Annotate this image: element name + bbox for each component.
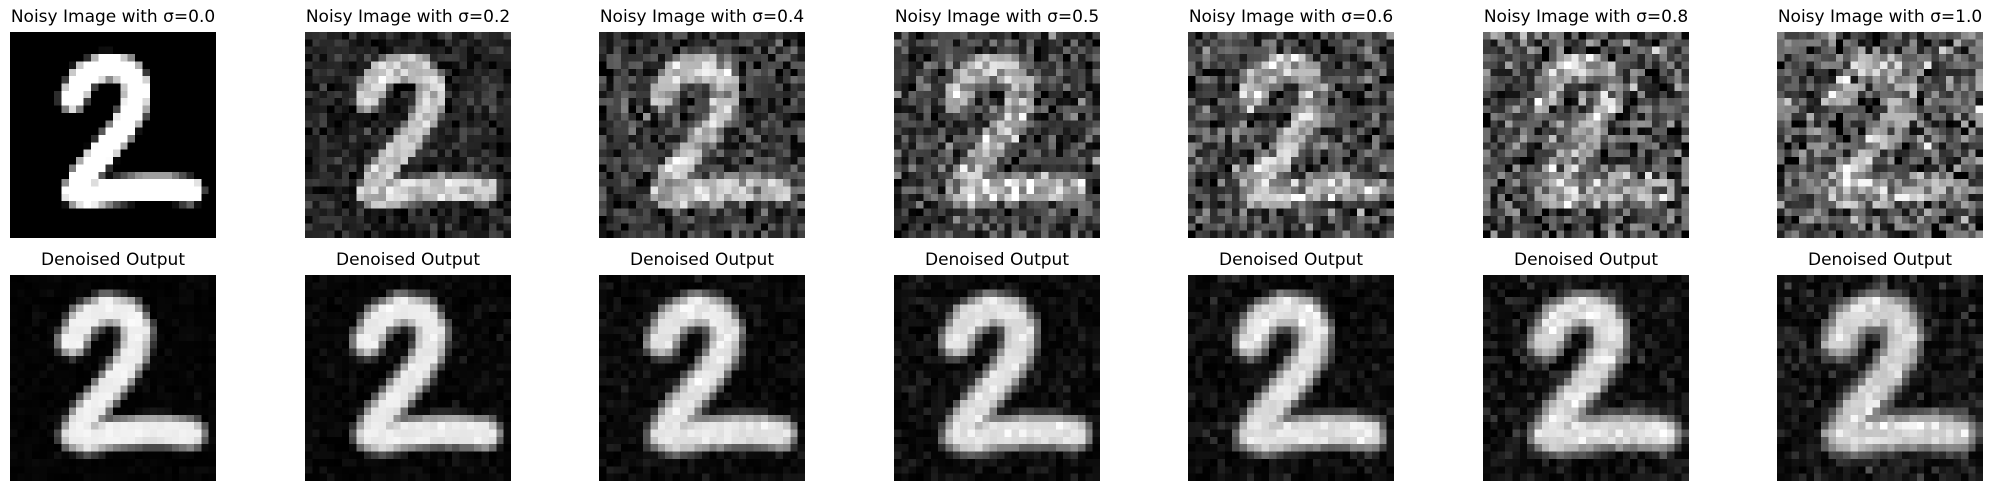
denoised-image bbox=[599, 275, 805, 481]
noisy-image bbox=[1777, 32, 1983, 238]
noisy-panel-title: Noisy Image with σ=1.0 bbox=[1777, 7, 1983, 27]
denoised-panel-title: Denoised Output bbox=[1807, 250, 1952, 270]
denoised-image bbox=[894, 275, 1100, 481]
denoised-image bbox=[10, 275, 216, 481]
denoised-panel-title: Denoised Output bbox=[1218, 250, 1363, 270]
noisy-panel-title: Noisy Image with σ=0.4 bbox=[599, 7, 805, 27]
denoised-panel-title: Denoised Output bbox=[629, 250, 774, 270]
denoised-panel-title: Denoised Output bbox=[1513, 250, 1658, 270]
noisy-image bbox=[1188, 32, 1394, 238]
noisy-panel-title: Noisy Image with σ=0.0 bbox=[10, 7, 216, 27]
denoised-panel-title: Denoised Output bbox=[335, 250, 480, 270]
denoised-image bbox=[1483, 275, 1689, 481]
denoised-panel-title: Denoised Output bbox=[40, 250, 185, 270]
noisy-panel-title: Noisy Image with σ=0.5 bbox=[894, 7, 1100, 27]
noisy-image bbox=[1483, 32, 1689, 238]
noisy-image bbox=[599, 32, 805, 238]
noisy-panel-title: Noisy Image with σ=0.6 bbox=[1188, 7, 1394, 27]
noisy-panel-title: Noisy Image with σ=0.2 bbox=[305, 7, 511, 27]
denoised-image bbox=[1188, 275, 1394, 481]
noisy-image bbox=[894, 32, 1100, 238]
noisy-panel-title: Noisy Image with σ=0.8 bbox=[1483, 7, 1689, 27]
noisy-image bbox=[305, 32, 511, 238]
denoised-image bbox=[305, 275, 511, 481]
noisy-image bbox=[10, 32, 216, 238]
denoised-panel-title: Denoised Output bbox=[924, 250, 1069, 270]
denoised-image bbox=[1777, 275, 1983, 481]
